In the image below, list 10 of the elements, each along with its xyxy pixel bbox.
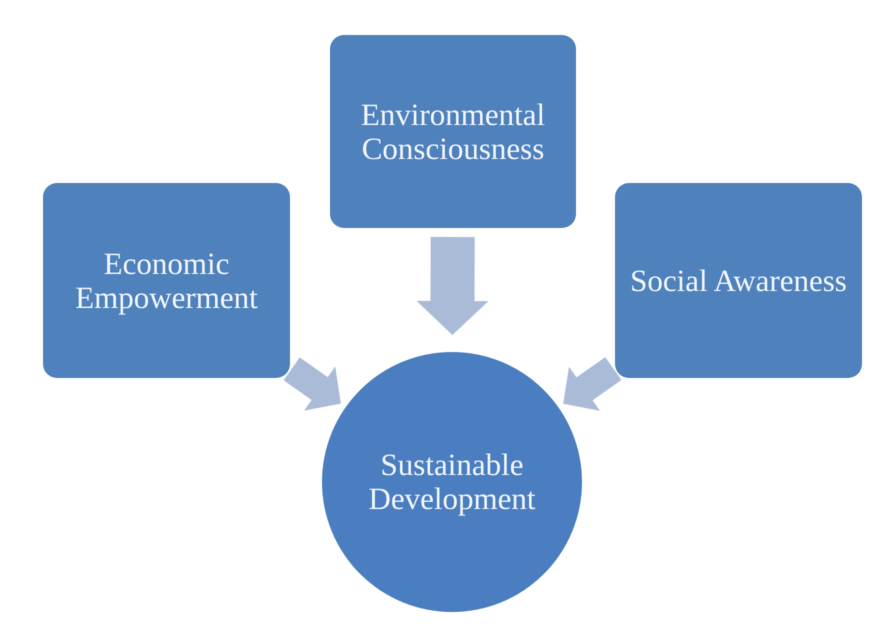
node-label: Economic Empowerment: [74, 246, 259, 314]
block-arrow: [284, 357, 341, 411]
concept-box: [330, 35, 576, 228]
concept-box: [43, 183, 290, 378]
node-label: Sustainable Development: [367, 448, 536, 516]
concept-box: [615, 183, 862, 378]
node-label: Social Awareness: [630, 264, 847, 298]
node-label: Environmental Consciousness: [360, 98, 546, 166]
block-arrow: [416, 236, 488, 335]
block-arrow: [563, 357, 622, 411]
